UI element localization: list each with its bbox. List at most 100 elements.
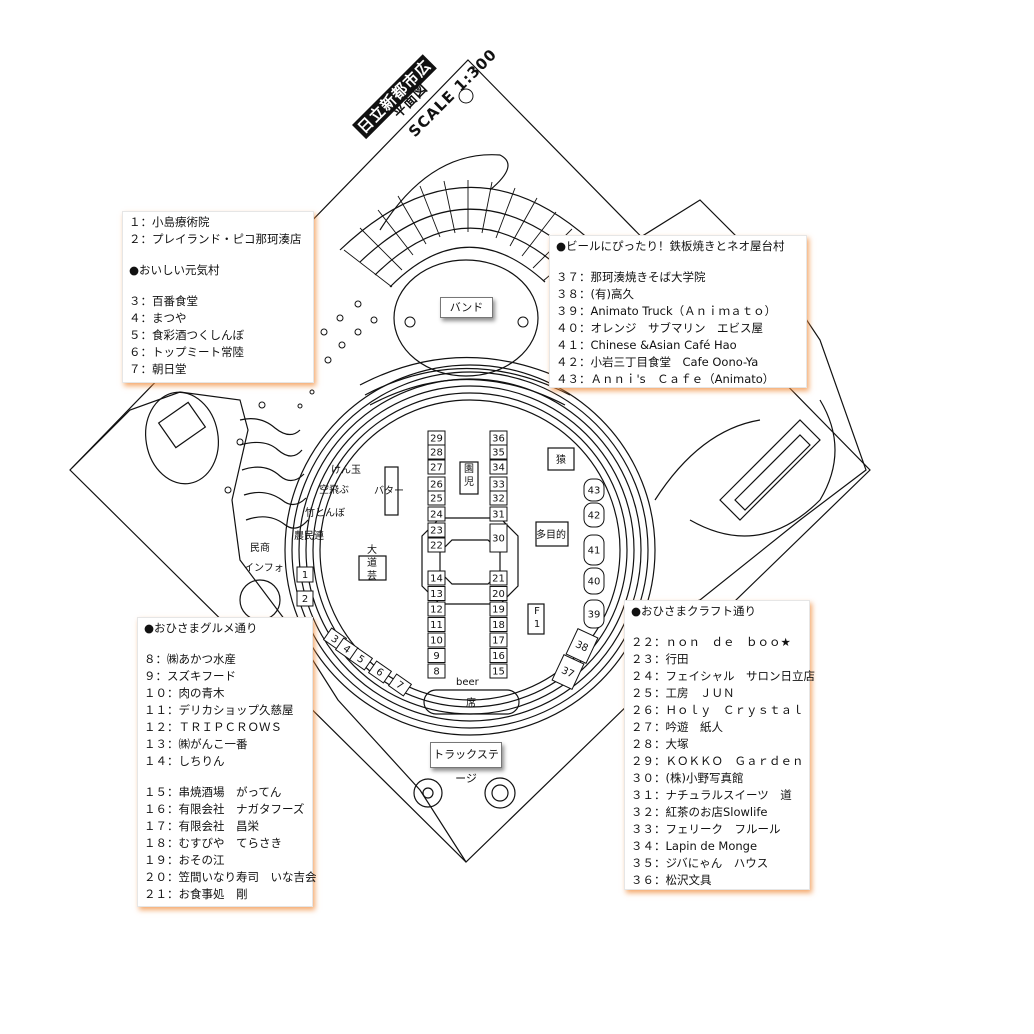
stall-box-22 <box>427 537 446 553</box>
stall-box-1 <box>296 566 314 583</box>
stall-box-24 <box>427 506 446 522</box>
tamokuteki-box <box>535 521 569 547</box>
stall-number-23: 23 <box>430 526 443 537</box>
map-label-butter: バター <box>374 485 404 497</box>
stall-box-13 <box>427 586 446 601</box>
enji-box <box>459 461 479 495</box>
panel-heading: ●おひさまグルメ通り <box>144 621 258 635</box>
stall-box-10 <box>427 632 446 648</box>
stall-box-15 <box>489 663 508 679</box>
map-label-tamokuteki: 多目的 <box>536 528 566 541</box>
stall-number-9: 9 <box>433 651 439 662</box>
panel-heading: ●ビールにぴったり！鉄板焼きとネオ屋台村 <box>556 239 785 253</box>
top-pathway <box>379 154 509 231</box>
bottom-circle-left <box>413 778 443 808</box>
map-label-info: インフォ <box>244 563 284 574</box>
stall-number-39: 39 <box>588 610 601 621</box>
stall-box-21 <box>489 570 508 586</box>
stall-box-34 <box>489 459 508 475</box>
stall-box-31 <box>489 506 508 522</box>
list-item: ３０：(株)小野写真館 <box>631 771 744 785</box>
left-meander-4 <box>243 491 307 506</box>
list-item: ７：朝日堂 <box>129 362 187 376</box>
stall-number-33: 33 <box>492 480 505 491</box>
amphitheater-arc-4 <box>389 246 546 288</box>
stall-number-1: 1 <box>302 570 308 581</box>
stall-number-19: 19 <box>492 605 505 616</box>
left-meander-2 <box>239 441 303 457</box>
stall-number-15: 15 <box>492 667 505 678</box>
stall-box-38 <box>565 627 599 665</box>
list-item: ４０：オレンジ サブマリン エビス屋 <box>556 321 763 335</box>
list-item: ５：食彩酒つくしんぼ <box>129 328 244 342</box>
list-item: ３６：松沢文具 <box>631 873 712 887</box>
stall-number-25: 25 <box>430 494 443 505</box>
stall-number-7: 7 <box>394 679 406 692</box>
stall-number-11: 11 <box>430 620 443 631</box>
stall-box-14 <box>427 570 446 586</box>
list-item: ３８：(有)高久 <box>556 287 634 301</box>
map-label-saru: 猿 <box>556 453 566 466</box>
plaza-step-1 <box>359 356 576 386</box>
stall-number-32: 32 <box>492 494 505 505</box>
list-item: ２３：行田 <box>631 652 689 666</box>
stall-number-4: 4 <box>341 643 353 656</box>
list-item: ３５：ジバにゃん ハウス <box>631 856 769 870</box>
panel-left-top: １：小島療術院 ２：プレイランド・ピコ那珂湊店 ●おいしい元気村 ３：百番食堂 … <box>122 211 314 383</box>
list-item: ２：プレイランド・ピコ那珂湊店 <box>129 232 302 246</box>
left-meander-1 <box>239 418 301 436</box>
stall-number-14: 14 <box>430 574 443 585</box>
list-item: １８：むすびや てらさき <box>144 836 282 850</box>
stall-number-41: 41 <box>588 546 601 557</box>
bottom-circle-left-inner <box>422 787 434 799</box>
stall-box-30 <box>489 523 508 553</box>
stall-number-17: 17 <box>492 636 505 647</box>
stall-number-28: 28 <box>430 448 443 459</box>
saru-box <box>547 447 575 471</box>
list-item: １１：デリカショップ久慈屋 <box>144 703 294 717</box>
stall-number-34: 34 <box>492 463 505 474</box>
plaza-step-2 <box>364 368 571 396</box>
stall-number-29: 29 <box>430 434 443 445</box>
seating-capsule <box>423 689 520 715</box>
stall-box-42 <box>583 502 605 528</box>
stall-number-8: 8 <box>433 667 439 678</box>
stall-box-7 <box>387 673 413 697</box>
stall-number-16: 16 <box>492 651 505 662</box>
stall-box-12 <box>427 601 446 617</box>
bottom-circle-right-inner <box>491 784 509 802</box>
list-item: １２：ＴＲＩＰＣＲＯＷＳ <box>144 720 282 734</box>
map-label-minsho: 民商 <box>250 541 270 554</box>
stall-number-3: 3 <box>329 633 341 646</box>
stall-number-27: 27 <box>430 463 443 474</box>
list-item: ８：㈱あかつ水産 <box>144 652 236 666</box>
list-item: ３７：那珂湊焼きそば大学院 <box>556 270 706 284</box>
map-label-kuuhibu: 空飛ぶ <box>319 483 349 496</box>
list-item: ２８：大塚 <box>631 737 689 751</box>
stall-number-22: 22 <box>430 541 443 552</box>
butter-box <box>384 466 399 516</box>
list-item: ３：百番食堂 <box>129 294 198 308</box>
map-label-enji: 園児 <box>464 463 474 488</box>
map-label-seat: 席 <box>466 696 476 709</box>
plaza-ring-6 <box>319 399 621 701</box>
panel-heading: ●おひさまクラフト通り <box>631 604 757 618</box>
list-item: ２１：お食事処 剛 <box>144 887 248 901</box>
left-pond <box>145 391 219 485</box>
bottom-circle-right <box>484 777 516 809</box>
list-item: １３：㈱がんこ一番 <box>144 737 248 751</box>
list-item: １０：肉の青木 <box>144 686 225 700</box>
right-building <box>719 419 821 521</box>
list-item: ４２：小岩三丁目食堂 Cafe Oono-Ya <box>556 355 759 369</box>
stall-number-31: 31 <box>492 510 505 521</box>
list-item: ２５：工房 ＪＵＮ <box>631 686 735 700</box>
plaza-outer-ring <box>284 364 656 736</box>
stall-box-32 <box>489 490 508 506</box>
f1-box <box>527 603 545 635</box>
stall-box-9 <box>427 648 446 663</box>
map-label-kendama: けん玉 <box>331 464 361 476</box>
list-item: １５：串焼酒場 がってん <box>144 785 282 799</box>
stall-box-11 <box>427 617 446 632</box>
map-label-noumin: 農民連 <box>294 529 324 542</box>
